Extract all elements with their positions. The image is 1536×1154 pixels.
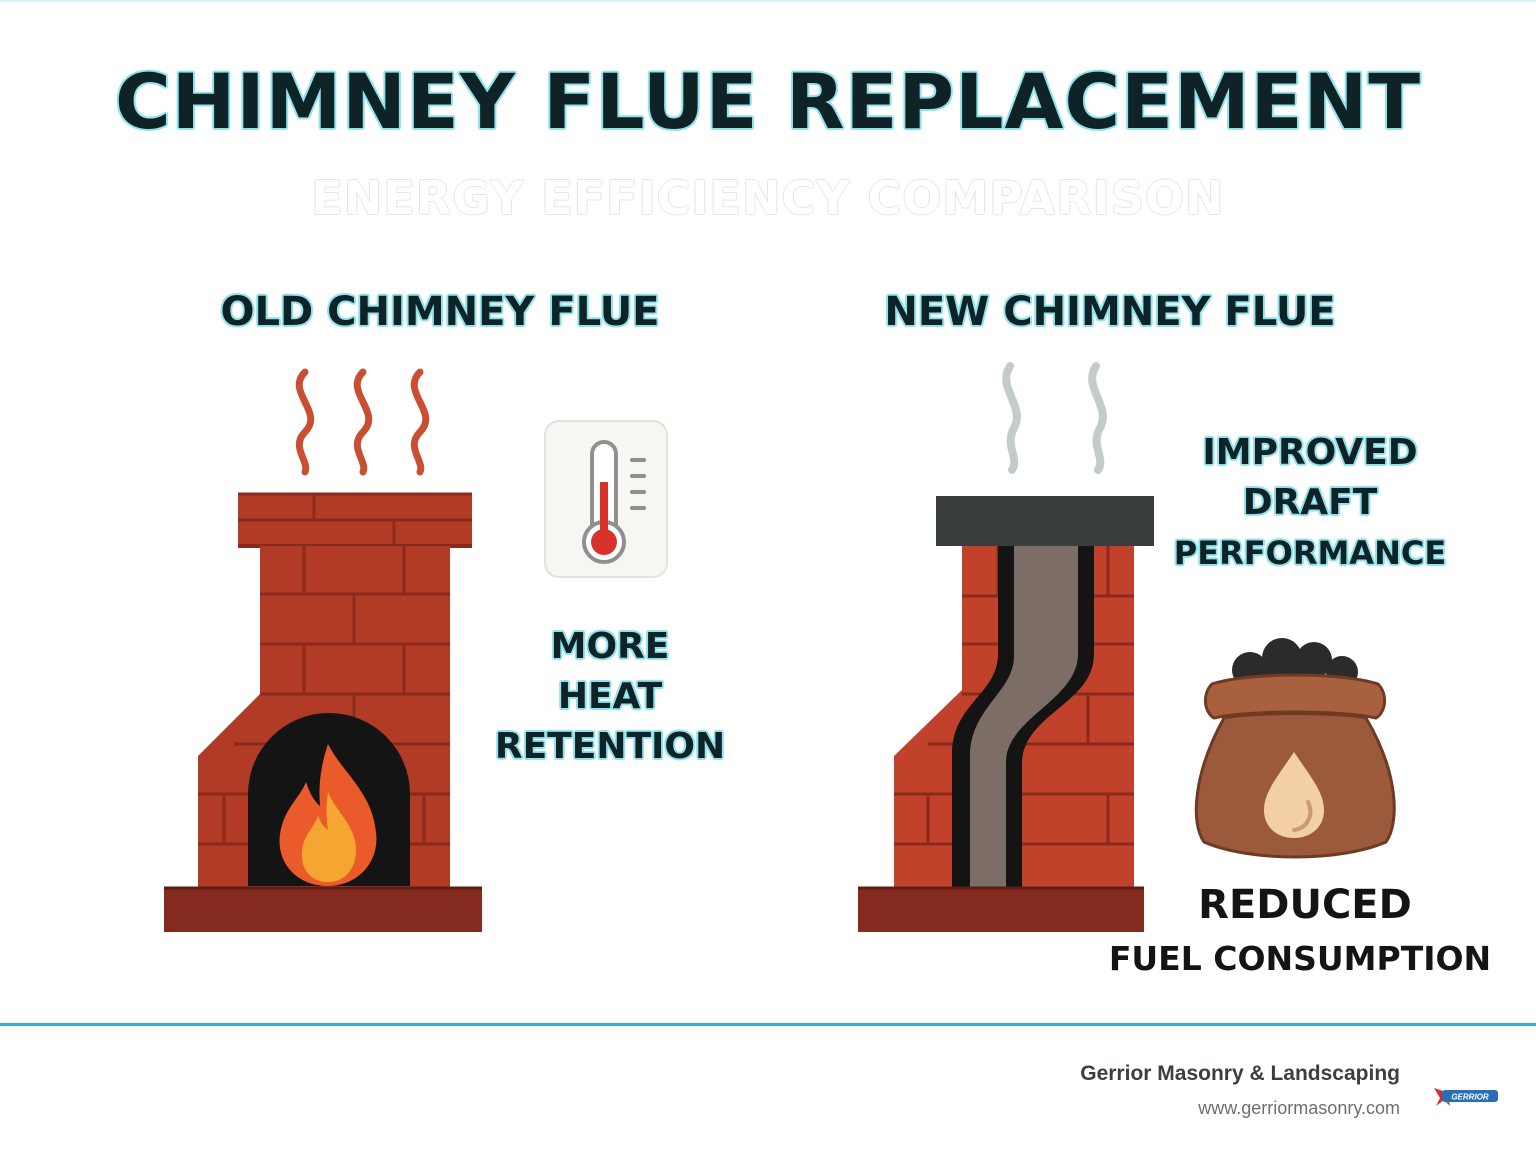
heat-label-line1: MORE <box>550 626 670 667</box>
thermometer-icon <box>544 420 668 578</box>
old-smoke-icon <box>295 368 430 476</box>
reduced-label: REDUCED <box>1198 882 1412 928</box>
new-smoke-icon <box>1002 362 1107 474</box>
fuel-consumption-label: FUEL CONSUMPTION <box>1108 939 1492 978</box>
old-flue-heading: OLD CHIMNEY FLUE <box>220 289 660 335</box>
top-divider <box>0 0 1536 2</box>
page-subtitle: ENERGY EFFICIENCY COMPARISON <box>311 171 1225 225</box>
new-chimney-illustration <box>858 496 1154 932</box>
footer-divider <box>0 1023 1536 1026</box>
company-logo: GERRIOR <box>1434 1088 1498 1106</box>
heat-retention-label: MORE HEAT RETENTION <box>470 622 750 772</box>
page-title: CHIMNEY FLUE REPLACEMENT <box>114 57 1422 146</box>
heat-label-line2: HEAT <box>557 676 663 717</box>
draft-performance-label: IMPROVED DRAFT PERFORMANCE <box>1150 428 1470 578</box>
fire-icon <box>279 744 377 886</box>
new-flue-heading: NEW CHIMNEY FLUE <box>884 289 1336 335</box>
fuel-bag-icon <box>1194 638 1396 859</box>
company-name: Gerrior Masonry & Landscaping <box>1080 1062 1400 1085</box>
draft-label-line2: DRAFT <box>1242 482 1378 523</box>
draft-label-line3: PERFORMANCE <box>1173 534 1447 572</box>
svg-text:GERRIOR: GERRIOR <box>1451 1093 1489 1102</box>
company-url[interactable]: www.gerriormasonry.com <box>1198 1098 1400 1118</box>
heat-label-line3: RETENTION <box>494 726 726 767</box>
draft-label-line1: IMPROVED <box>1202 432 1418 473</box>
